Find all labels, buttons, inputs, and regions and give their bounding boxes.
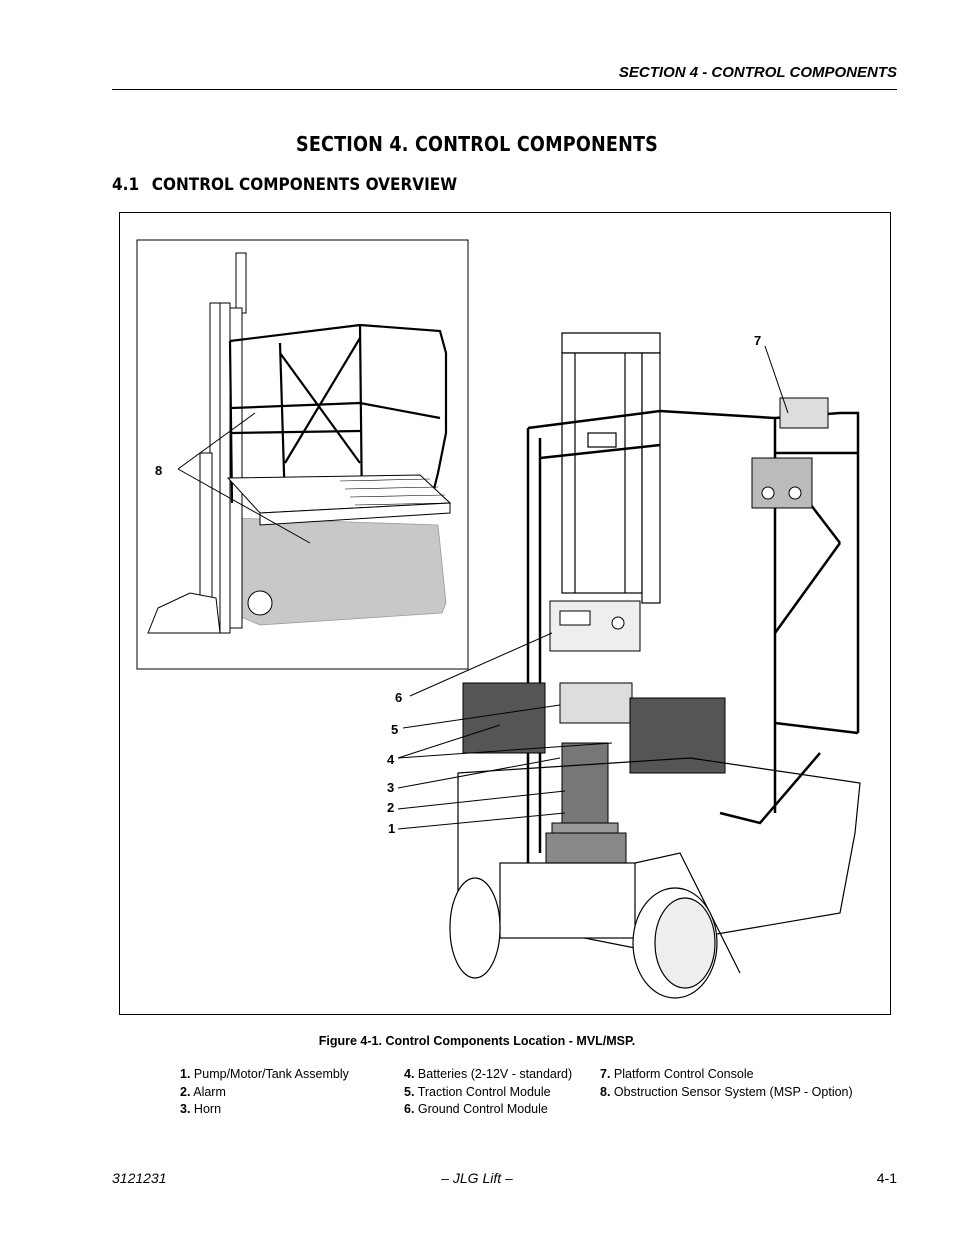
legend-item: 1. Pump/Motor/Tank Assembly (180, 1067, 349, 1081)
traction-module-drawing (559, 682, 633, 724)
legend-item: 7. Platform Control Console (600, 1067, 754, 1081)
callout-1: 1 (388, 821, 396, 836)
inset-deck (226, 474, 452, 526)
subsection-title: 4.1 CONTROL COMPONENTS OVERVIEW (112, 175, 457, 195)
running-header: SECTION 4 - CONTROL COMPONENTS (618, 64, 897, 81)
callout-2: 2 (387, 800, 395, 815)
wheels-drawing (449, 877, 718, 999)
platform-console-drawing (751, 397, 829, 509)
legend-item: 3. Horn (180, 1102, 222, 1116)
footer-page-number: 4-1 (876, 1170, 897, 1186)
footer-doc-number: 3121231 (112, 1170, 167, 1186)
callout-5: 5 (391, 722, 399, 737)
callout-4: 4 (387, 752, 395, 767)
legend-item: 6. Ground Control Module (404, 1102, 548, 1116)
callout-3: 3 (387, 780, 395, 795)
inset-base (147, 592, 221, 634)
ground-control-drawing (549, 600, 641, 652)
section-title: SECTION 4. CONTROL COMPONENTS (295, 132, 659, 156)
callout-7: 7 (754, 333, 762, 348)
main-mast (561, 332, 661, 604)
callout-8: 8 (155, 463, 163, 478)
legend-column-1: 1. Pump/Motor/Tank Assembly 2. Alarm 3. … (180, 1066, 349, 1119)
inset-mast (199, 252, 247, 634)
legend-item: 4. Batteries (2-12V - standard) (404, 1067, 573, 1081)
legend-item: 2. Alarm (180, 1084, 226, 1099)
legend-item: 8. Obstruction Sensor System (MSP - Opti… (600, 1084, 853, 1099)
header-rule (112, 89, 897, 90)
leader-lines (177, 345, 789, 830)
callout-6: 6 (395, 690, 403, 705)
legend-column-3: 7. Platform Control Console 8. Obstructi… (600, 1066, 853, 1101)
figure-caption: Figure 4-1. Control Components Location … (318, 1034, 636, 1048)
legend-item: 5. Traction Control Module (404, 1084, 551, 1099)
pump-motor-drawing (545, 742, 627, 884)
footer-brand: – JLG Lift – (441, 1170, 513, 1186)
legend-column-2: 4. Batteries (2-12V - standard) 5. Tract… (404, 1066, 572, 1119)
machine-illustration (136, 239, 861, 999)
figure-frame: 8 7 6 5 4 3 2 1 (119, 212, 891, 1015)
subsection-number: 4.1 (112, 175, 140, 195)
subsection-heading: CONTROL COMPONENTS OVERVIEW (151, 175, 458, 195)
